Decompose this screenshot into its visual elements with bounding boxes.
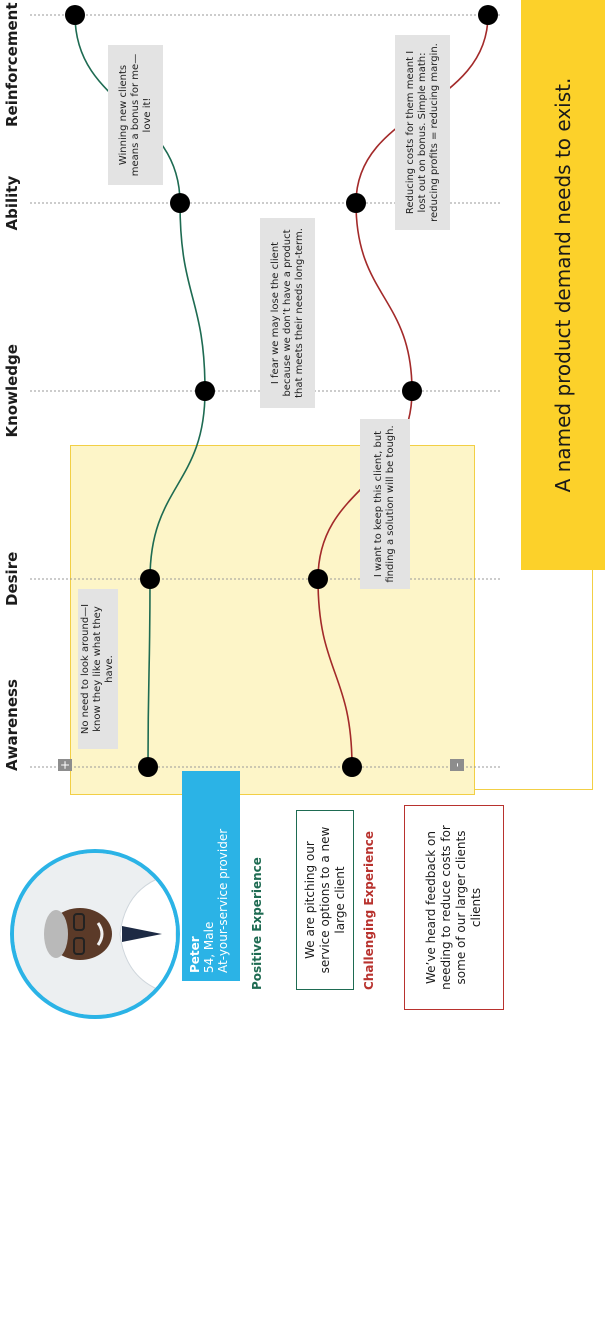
persona-avatar [10,849,180,1019]
positive-box: We are pitching our service options to a… [296,810,354,990]
persona-card: Peter 54, Male At-your-service provider [182,771,240,981]
collapse-toggle[interactable]: - [450,759,464,771]
quote-positive-awareness: No need to look around—I know they like … [78,589,118,749]
challenging-point-knowledge[interactable] [402,381,422,401]
persona-age-gender: 54, Male [202,921,216,973]
persona-photo-icon [14,853,177,1015]
challenging-point-awareness[interactable] [342,757,362,777]
persona-name: Peter [188,936,202,973]
challenging-point-ability[interactable] [346,193,366,213]
quote-positive-reinforcement: Winning new clients means a bonus for me… [108,45,163,185]
quote-challenging-reinforcement: Reducing costs for them meant I lost out… [395,35,450,230]
quote-challenging-desire-box: I want to keep this client, but finding … [360,419,410,589]
challenging-title: Challenging Experience [362,831,376,990]
positive-point-desire[interactable] [140,569,160,589]
positive-point-knowledge[interactable] [195,381,215,401]
quote-challenging-ability: I fear we may lose the client because we… [260,218,315,408]
challenging-point-reinforcement[interactable] [478,5,498,25]
persona-role: At-your-service provider [216,828,230,973]
positive-point-ability[interactable] [170,193,190,213]
positive-title: Positive Experience [250,857,264,990]
challenging-point-desire[interactable] [308,569,328,589]
positive-point-reinforcement[interactable] [65,5,85,25]
challenging-box: We’ve heard feedback on needing to reduc… [404,805,504,1010]
positive-point-awareness[interactable] [138,757,158,777]
expand-toggle[interactable]: + [58,759,72,771]
